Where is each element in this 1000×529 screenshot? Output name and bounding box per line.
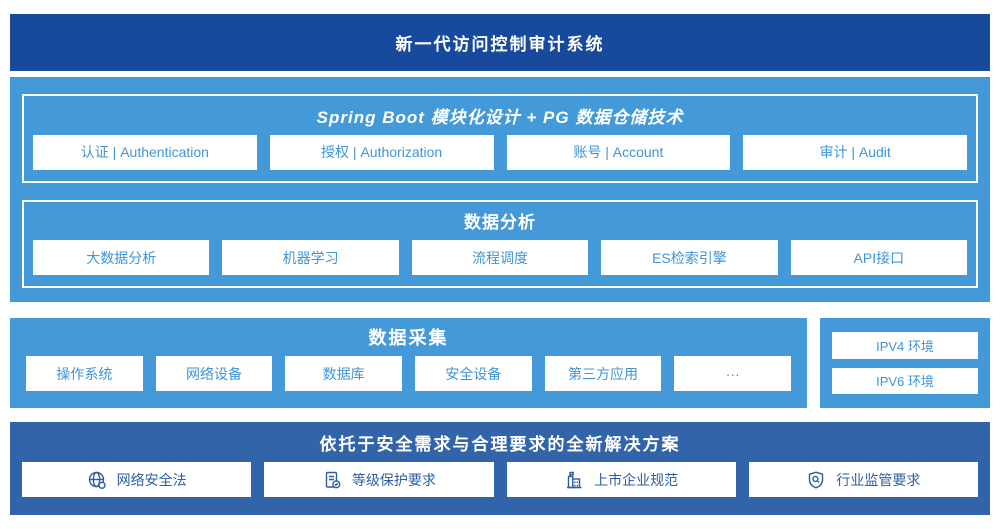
module-box-audit: 审计 | Audit [743,134,967,170]
banner-title: 新一代访问控制审计系统 [395,35,605,54]
analysis-box-scheduling: 流程调度 [411,240,589,275]
collection-title: 数据采集 [368,328,449,348]
solution-title: 依托于安全需求与合理要求的全新解决方案 [319,434,681,454]
collection-boxes: 操作系统 网络设备 数据库 安全设备 第三方应用 ··· [26,356,792,391]
analysis-box-es: ES检索引擎 [601,240,778,275]
module-box-authorization: 授权 | Authorization [269,134,494,170]
solution-boxes: 网络安全法 等级保护要求 [22,462,978,497]
solution-box-label: 网络安全法 [116,471,187,488]
document-check-icon [322,470,342,490]
solution-box-label: 等级保护要求 [351,471,436,488]
solution-box-label: 行业监管要求 [836,471,921,488]
collection-box-security: 安全设备 [415,356,532,391]
environments-panel: IPV4 环境 IPV6 环境 [820,318,990,408]
shield-search-icon [806,470,826,490]
solution-section: 依托于安全需求与合理要求的全新解决方案 网络安全法 [10,422,990,515]
analysis-row: 大数据分析 机器学习 流程调度 ES检索引擎 API接口 [33,240,968,275]
solution-box-industry-regulation: 行业监管要求 [748,462,978,497]
buildings-icon [564,470,584,490]
solution-box-listed-company: 上市企业规范 [506,462,736,497]
solution-box-label: 上市企业规范 [594,471,679,488]
modules-title: Spring Boot 模块化设计 + PG 数据仓储技术 [316,107,684,127]
env-box-ipv6: IPV6 环境 [832,367,978,394]
env-box-ipv4: IPV4 环境 [832,332,978,359]
modules-subsection: Spring Boot 模块化设计 + PG 数据仓储技术 认证 | Authe… [22,94,978,183]
solution-box-cybersecurity-law: 网络安全法 [22,462,252,497]
analysis-subsection: 数据分析 大数据分析 机器学习 流程调度 ES检索引擎 API接口 [22,199,978,288]
collection-box-database: 数据库 [285,356,403,391]
modules-row: 认证 | Authentication 授权 | Authorization 账… [33,134,967,170]
analysis-box-ml: 机器学习 [222,240,399,275]
module-box-authentication: 认证 | Authentication [33,134,257,170]
collection-box-os: 操作系统 [26,356,143,391]
collection-box-thirdparty: 第三方应用 [544,356,662,391]
analysis-box-api: API接口 [790,240,968,275]
platform-section: Spring Boot 模块化设计 + PG 数据仓储技术 认证 | Authe… [10,77,990,302]
collection-box-ellipsis: ··· [674,356,792,391]
collection-section: 数据采集 操作系统 网络设备 数据库 安全设备 第三方应用 ··· [10,318,807,408]
solution-box-protection-req: 等级保护要求 [264,462,494,497]
module-box-account: 账号 | Account [506,134,731,170]
banner: 新一代访问控制审计系统 [10,14,990,71]
collection-box-network: 网络设备 [155,356,273,391]
analysis-title: 数据分析 [464,213,536,233]
globe-icon [87,470,107,490]
collection-row: 数据采集 操作系统 网络设备 数据库 安全设备 第三方应用 ··· IPV4 环… [10,318,990,408]
analysis-box-bigdata: 大数据分析 [33,240,210,275]
